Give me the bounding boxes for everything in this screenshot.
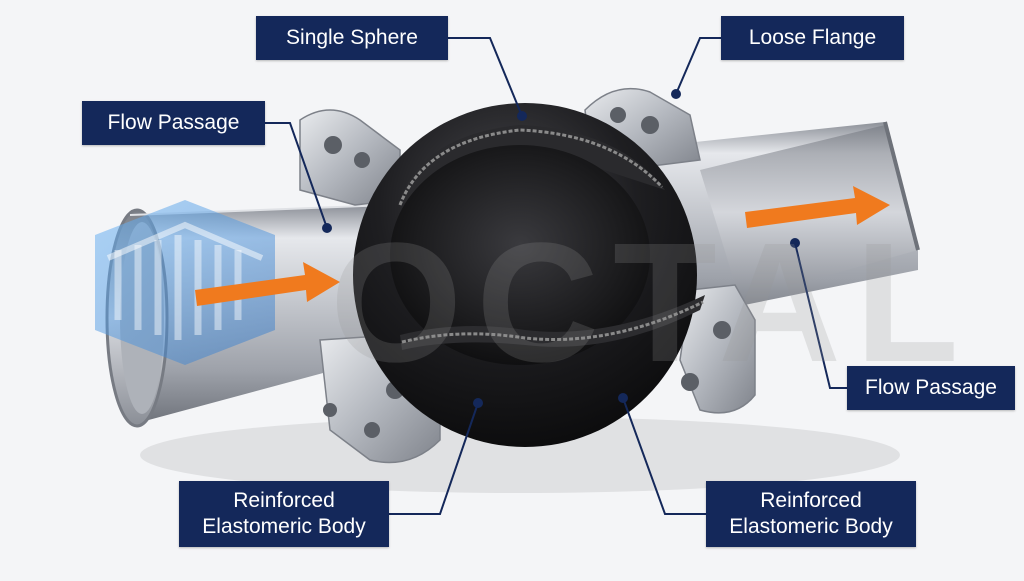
floor-shadow bbox=[140, 417, 900, 493]
loose-flange-label-text: Loose Flange bbox=[748, 25, 877, 49]
flow-arrow-right bbox=[745, 186, 890, 228]
loose-flange-label: Loose Flange bbox=[721, 16, 904, 60]
right-flange bbox=[584, 87, 756, 414]
leader-loose-flange bbox=[675, 37, 721, 95]
reinforced-body-right-line1: Reinforced bbox=[760, 488, 862, 512]
reinforced-body-left-line1: Reinforced bbox=[233, 488, 335, 512]
rubber-sphere bbox=[353, 103, 705, 447]
leader-flow-passage-left bbox=[265, 122, 328, 229]
leader-body-left bbox=[389, 402, 479, 515]
flow-arrow-left bbox=[195, 262, 340, 306]
reinforced-body-left-line2: Elastomeric Body bbox=[202, 515, 366, 538]
reinforced-body-label-right: Reinforced Elastomeric Body bbox=[706, 481, 916, 547]
reinforced-body-right-line2: Elastomeric Body bbox=[729, 515, 893, 538]
leader-single-sphere bbox=[448, 37, 523, 117]
logo-mark-icon bbox=[95, 200, 275, 365]
flow-passage-label-left: Flow Passage bbox=[82, 101, 265, 145]
leader-lines bbox=[265, 37, 847, 515]
reinforced-body-label-left: Reinforced Elastomeric Body bbox=[179, 481, 389, 547]
single-sphere-label: Single Sphere bbox=[256, 16, 448, 60]
watermark-text: OCTAL bbox=[330, 208, 973, 398]
flow-passage-label-right: Flow Passage bbox=[847, 366, 1015, 410]
leader-body-right bbox=[622, 397, 706, 515]
single-sphere-label-text: Single Sphere bbox=[286, 25, 418, 49]
flow-passage-label-right-text: Flow Passage bbox=[865, 375, 997, 399]
leader-flow-passage-right bbox=[794, 242, 847, 389]
flow-passage-label-left-text: Flow Passage bbox=[107, 110, 240, 134]
leader-dots bbox=[322, 89, 800, 408]
